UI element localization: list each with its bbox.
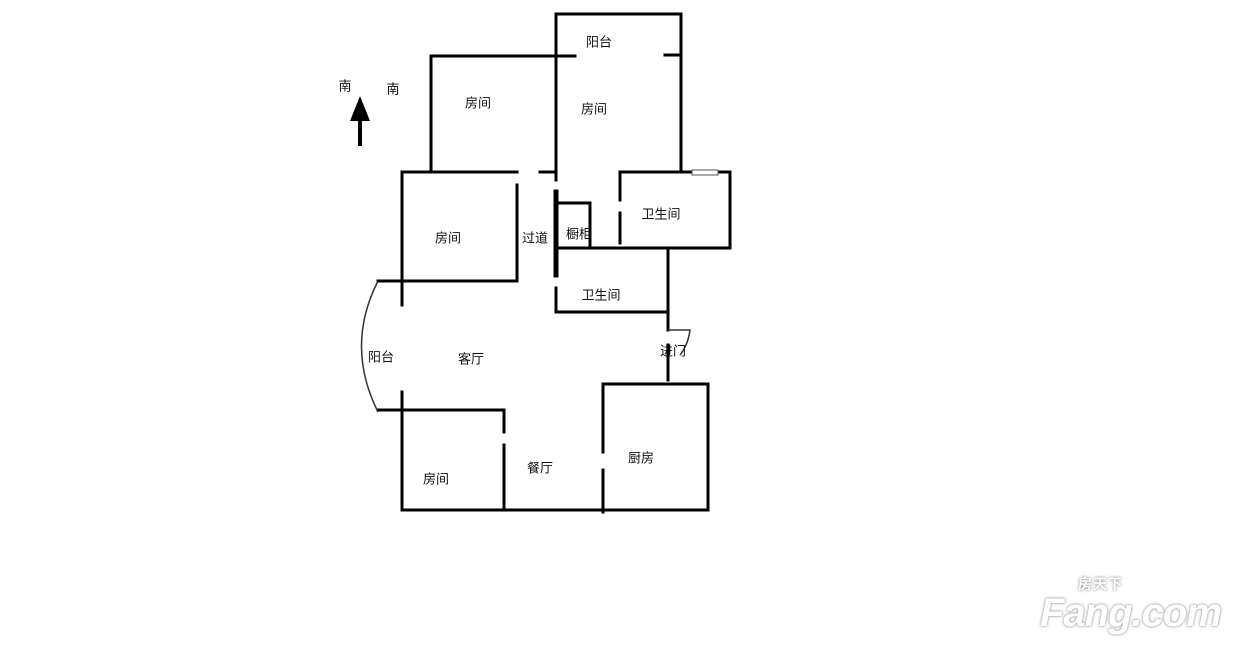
room-label-bedroom-west: 房间	[434, 231, 462, 247]
walls	[376, 12, 732, 514]
entrance-door-swing	[668, 329, 691, 356]
watermark-brand-cn: 房天下	[1078, 576, 1123, 592]
room-label-bathroom-east: 卫生间	[641, 207, 681, 223]
room-label-kitchen: 厨房	[627, 451, 655, 467]
north-arrow-icon	[350, 96, 370, 146]
balcony-arc	[360, 280, 379, 413]
room-label-entrance: 进门	[659, 344, 687, 360]
room-label-cabinet: 橱柜	[565, 227, 593, 243]
room-label-corridor: 过道	[521, 231, 549, 247]
room-label-bedroom-south: 房间	[422, 472, 450, 488]
room-label-bedroom-north-west: 房间	[464, 96, 492, 112]
watermark-logo: 房天下 Fang.com	[1040, 576, 1222, 635]
watermark-brand: Fang.com	[1040, 591, 1222, 635]
compass-label: 南	[386, 82, 400, 98]
window-icon	[691, 169, 719, 176]
room-label-dining-room: 餐厅	[526, 461, 554, 477]
room-label-living-room: 客厅	[457, 352, 485, 368]
room-label-balcony-top: 阳台	[585, 35, 613, 51]
room-label-bedroom-north-east: 房间	[580, 102, 608, 118]
room-label-bathroom-center: 卫生间	[581, 288, 621, 304]
room-label-balcony-west: 阳台	[367, 350, 395, 366]
compass-label: 南	[338, 79, 352, 95]
